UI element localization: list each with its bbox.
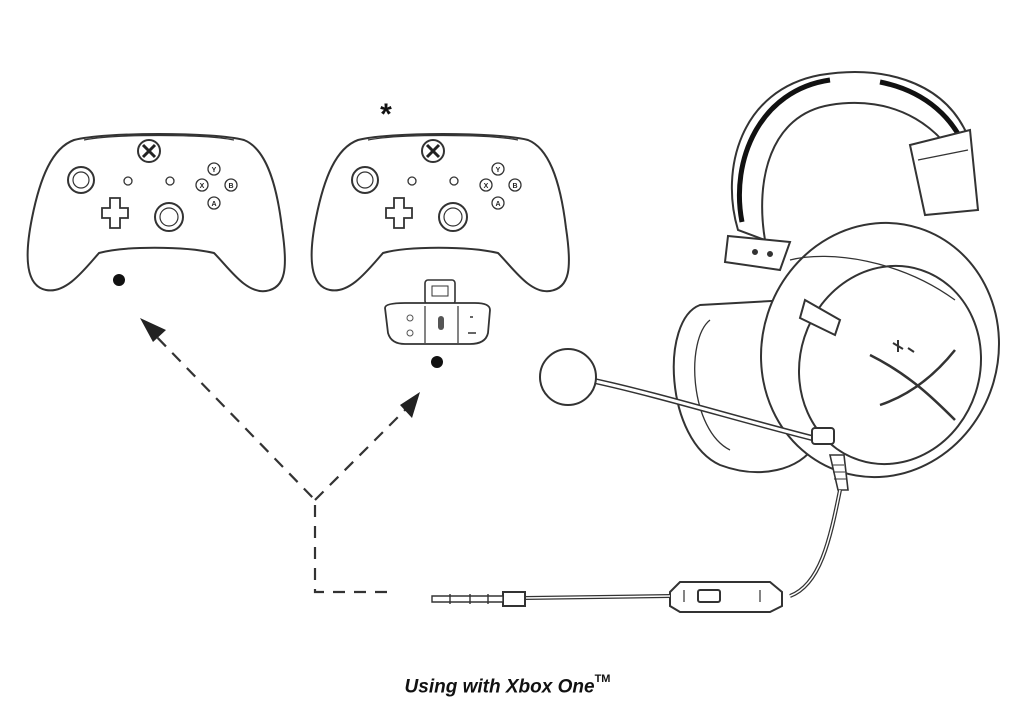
arrowhead-right — [400, 392, 420, 418]
face-buttons: Y X B A — [195, 162, 238, 210]
a-button-label: A — [211, 201, 216, 208]
headset-jack-port — [113, 274, 125, 286]
controller-left: Y X B A — [26, 132, 287, 293]
caption-text: Using with Xbox One — [404, 676, 595, 698]
stereo-headset-adapter — [384, 279, 491, 368]
connection-arrows — [149, 329, 411, 594]
trademark-mark: TM — [594, 673, 611, 685]
face-buttons: Y X B A — [479, 162, 522, 210]
headset-illustration — [431, 71, 1000, 613]
x-button-label: X — [200, 183, 205, 190]
arrowhead-left — [140, 318, 166, 342]
a-button-label: A — [495, 201, 500, 208]
y-button-label: Y — [496, 167, 501, 174]
diagram-caption: Using with Xbox OneTM — [0, 673, 1015, 698]
x-button-label: X — [484, 183, 489, 190]
controller-right: Y X B A — [310, 132, 571, 293]
asterisk-note-mark: * — [380, 98, 392, 131]
adapter-headset-jack-port — [431, 356, 443, 368]
b-button-label: B — [512, 183, 517, 190]
y-button-label: Y — [212, 167, 217, 174]
b-button-label: B — [228, 183, 233, 190]
